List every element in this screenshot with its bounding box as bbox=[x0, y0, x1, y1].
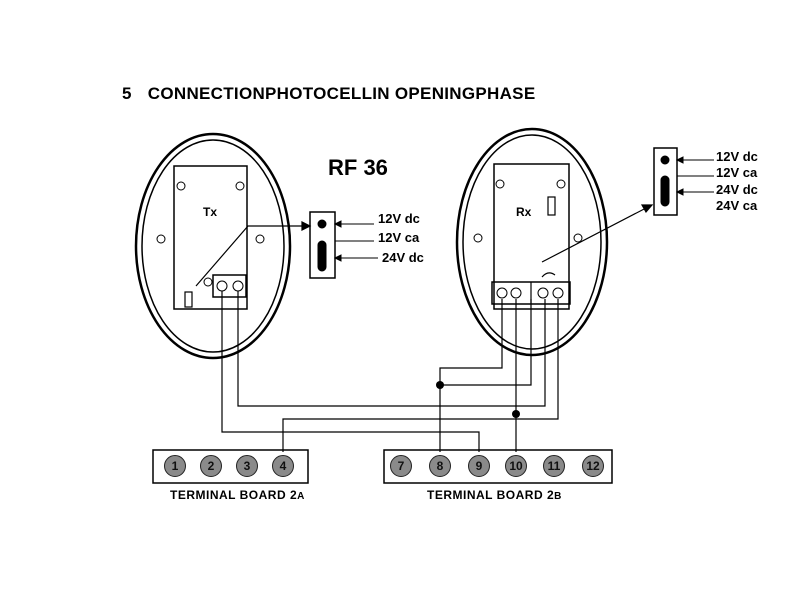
terminal-10: 10 bbox=[505, 455, 527, 477]
tx-jumper-label: 24V dc bbox=[382, 250, 424, 265]
rx-jumper-block bbox=[653, 147, 714, 216]
rx-jumper-label: 24V ca bbox=[716, 198, 758, 213]
tx-photocell bbox=[134, 132, 292, 360]
terminal-boards bbox=[152, 449, 613, 484]
pointer-arrows bbox=[195, 204, 654, 287]
section-number: 5 bbox=[122, 84, 132, 103]
rx-jumper-label: 12V ca bbox=[716, 165, 758, 180]
junction-dots bbox=[436, 381, 520, 418]
terminal-board-a-label-suffix: A bbox=[297, 491, 305, 502]
terminal-2: 2 bbox=[200, 455, 222, 477]
terminal-board-a-label: TERMINAL BOARD 2A bbox=[170, 488, 305, 502]
terminal-9: 9 bbox=[468, 455, 490, 477]
terminal-3: 3 bbox=[236, 455, 258, 477]
terminal-11: 11 bbox=[543, 455, 565, 477]
diagram-title: 5 CONNECTIONPHOTOCELLIN OPENINGPHASE bbox=[122, 84, 535, 104]
rx-jumper-label: 12V dc bbox=[716, 149, 758, 164]
wires bbox=[221, 291, 559, 452]
title-text: CONNECTIONPHOTOCELLIN OPENINGPHASE bbox=[147, 84, 536, 103]
terminal-4: 4 bbox=[272, 455, 294, 477]
rx-label: Rx bbox=[516, 205, 532, 219]
terminal-12: 12 bbox=[582, 455, 604, 477]
terminal-board-a-label-main: TERMINAL BOARD 2 bbox=[170, 488, 298, 502]
tx-jumper-label: 12V dc bbox=[378, 211, 420, 226]
terminal-board-b-label-main: TERMINAL BOARD 2 bbox=[427, 488, 555, 502]
tx-jumper-label: 12V ca bbox=[378, 230, 420, 245]
tx-jumper-block bbox=[309, 211, 378, 279]
terminal-8: 8 bbox=[429, 455, 451, 477]
terminal-board-b-label: TERMINAL BOARD 2B bbox=[427, 488, 562, 502]
terminal-board-b-label-suffix: B bbox=[554, 491, 562, 502]
tx-label: Tx bbox=[203, 205, 218, 219]
terminal-7: 7 bbox=[390, 455, 412, 477]
model-label: RF 36 bbox=[328, 155, 388, 180]
rx-jumper-label: 24V dc bbox=[716, 182, 758, 197]
rx-photocell bbox=[455, 127, 609, 357]
terminal-1: 1 bbox=[164, 455, 186, 477]
